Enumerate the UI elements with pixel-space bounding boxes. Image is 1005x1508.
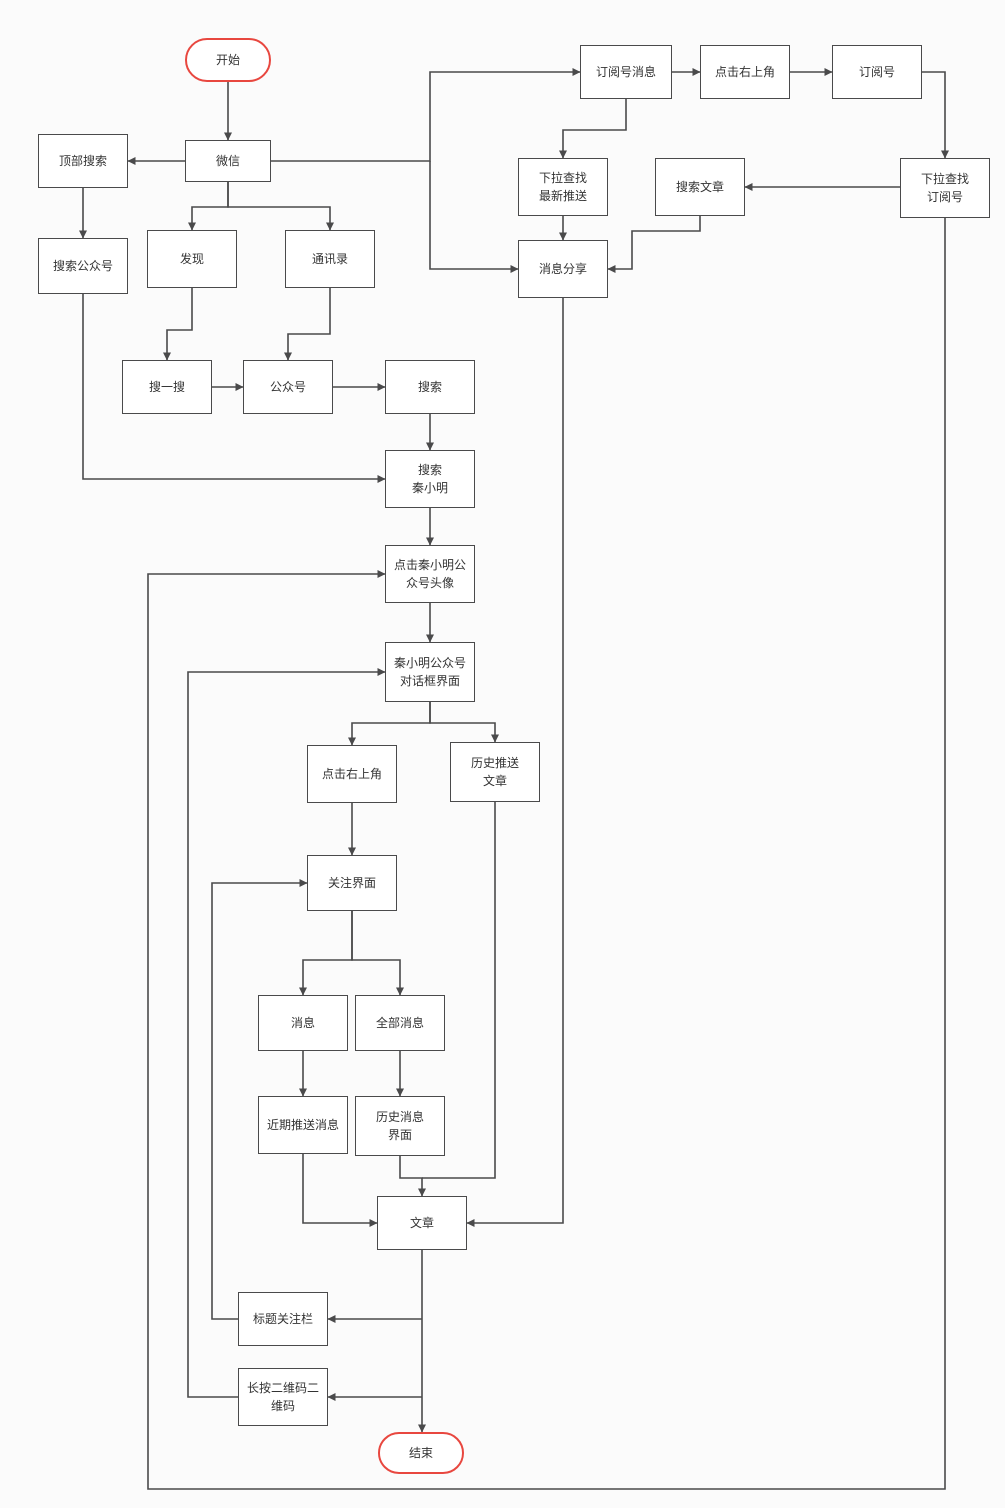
flow-edge-sub-account-pulldown-sub xyxy=(922,71,949,159)
node-label: 点击右上角 xyxy=(714,65,775,79)
flow-edge-history-msg-ui-article xyxy=(399,1156,426,1197)
flow-node-weixin: 微信 xyxy=(185,140,271,182)
node-label: 结束 xyxy=(408,1446,433,1460)
flow-edge-recent-push-article xyxy=(302,1154,378,1227)
flow-node-msg-share: 消息分享 xyxy=(518,240,608,298)
node-label: 消息 xyxy=(290,1016,315,1030)
flow-node-recent-push: 近期推送消息 xyxy=(258,1096,348,1154)
flow-edge-search-official-search-qxm xyxy=(82,294,386,483)
flow-node-click-avatar: 点击秦小明公 众号头像 xyxy=(385,545,475,603)
flow-node-sou-yi-sou: 搜一搜 xyxy=(122,360,212,414)
flow-node-pulldown-sub: 下拉查找 订阅号 xyxy=(900,158,990,218)
flow-node-longpress-qr: 长按二维码二 维码 xyxy=(238,1368,328,1426)
flow-edge-weixin-sub-msg xyxy=(271,68,581,162)
flow-node-message: 消息 xyxy=(258,995,348,1051)
flow-node-contacts: 通讯录 xyxy=(285,230,375,288)
flow-node-search-article: 搜索文章 xyxy=(655,158,745,216)
node-label: 搜索文章 xyxy=(675,180,724,194)
flow-edge-weixin-discover xyxy=(188,182,229,231)
node-label: 点击秦小明公 众号头像 xyxy=(393,558,466,590)
flow-node-gongzhonghao: 公众号 xyxy=(243,360,333,414)
flow-node-discover: 发现 xyxy=(147,230,237,288)
node-label: 历史推送 文章 xyxy=(470,756,519,788)
node-label: 订阅号 xyxy=(858,65,895,79)
flow-edge-follow-ui-message xyxy=(299,911,353,996)
flow-edge-weixin-msg-share xyxy=(429,161,519,273)
node-label: 下拉查找 订阅号 xyxy=(920,172,969,204)
node-label: 开始 xyxy=(215,53,240,67)
node-label: 长按二维码二 维码 xyxy=(246,1381,319,1413)
node-label: 全部消息 xyxy=(375,1016,424,1030)
flow-node-title-follow: 标题关注栏 xyxy=(238,1292,328,1346)
node-label: 标题关注栏 xyxy=(252,1312,313,1326)
flow-edge-msg-share-article xyxy=(466,298,564,1227)
flow-node-article: 文章 xyxy=(377,1196,467,1250)
flow-edge-pulldown-sub-click-avatar xyxy=(147,218,946,1490)
flow-node-end: 结束 xyxy=(378,1432,464,1474)
flow-node-follow-ui: 关注界面 xyxy=(307,855,397,911)
flow-edge-follow-ui-all-message xyxy=(351,911,404,996)
flow-node-sub-account: 订阅号 xyxy=(832,45,922,99)
node-label: 点击右上角 xyxy=(321,767,382,781)
node-label: 秦小明公众号 对话框界面 xyxy=(393,656,466,688)
flow-edge-dialog-ui-history-push xyxy=(429,702,499,743)
node-label: 下拉查找 最新推送 xyxy=(538,171,587,203)
node-label: 搜索公众号 xyxy=(52,259,113,273)
flow-node-search: 搜索 xyxy=(385,360,475,414)
flow-node-all-message: 全部消息 xyxy=(355,995,445,1051)
flow-edge-discover-sou-yi-sou xyxy=(163,288,193,361)
node-label: 搜索 秦小明 xyxy=(411,463,448,495)
flow-node-search-official: 搜索公众号 xyxy=(38,238,128,294)
flow-node-search-qxm: 搜索 秦小明 xyxy=(385,450,475,508)
flow-edge-dialog-ui-click-topright2 xyxy=(348,702,431,746)
flow-edge-contacts-gongzhonghao xyxy=(284,288,331,361)
flow-node-click-topright2: 点击右上角 xyxy=(307,745,397,803)
node-label: 关注界面 xyxy=(327,876,376,890)
node-label: 顶部搜索 xyxy=(58,154,107,168)
flow-node-history-push: 历史推送 文章 xyxy=(450,742,540,802)
node-label: 微信 xyxy=(215,154,240,168)
node-label: 搜一搜 xyxy=(148,380,185,394)
flow-edge-longpress-qr-dialog-ui xyxy=(187,668,386,1398)
flow-edge-weixin-contacts xyxy=(227,182,334,231)
flow-node-click-topright1: 点击右上角 xyxy=(700,45,790,99)
flow-edge-sub-msg-pulldown-latest xyxy=(559,99,627,159)
node-label: 公众号 xyxy=(269,380,306,394)
node-label: 文章 xyxy=(409,1216,434,1230)
node-label: 搜索 xyxy=(417,380,442,394)
flow-edge-title-follow-follow-ui xyxy=(211,879,308,1320)
flow-node-dialog-ui: 秦小明公众号 对话框界面 xyxy=(385,642,475,702)
flow-node-sub-msg: 订阅号消息 xyxy=(580,45,672,99)
node-label: 历史消息 界面 xyxy=(375,1110,424,1142)
flow-node-pulldown-latest: 下拉查找 最新推送 xyxy=(518,158,608,216)
node-label: 通讯录 xyxy=(311,252,348,266)
flow-edge-history-push-article xyxy=(422,802,496,1179)
flow-edge-search-article-msg-share xyxy=(607,216,701,273)
node-label: 近期推送消息 xyxy=(266,1118,339,1132)
flow-node-start: 开始 xyxy=(185,38,271,82)
node-label: 发现 xyxy=(179,252,204,266)
node-label: 消息分享 xyxy=(538,262,587,276)
node-label: 订阅号消息 xyxy=(595,65,656,79)
flow-node-top-search: 顶部搜索 xyxy=(38,134,128,188)
flow-node-history-msg-ui: 历史消息 界面 xyxy=(355,1096,445,1156)
